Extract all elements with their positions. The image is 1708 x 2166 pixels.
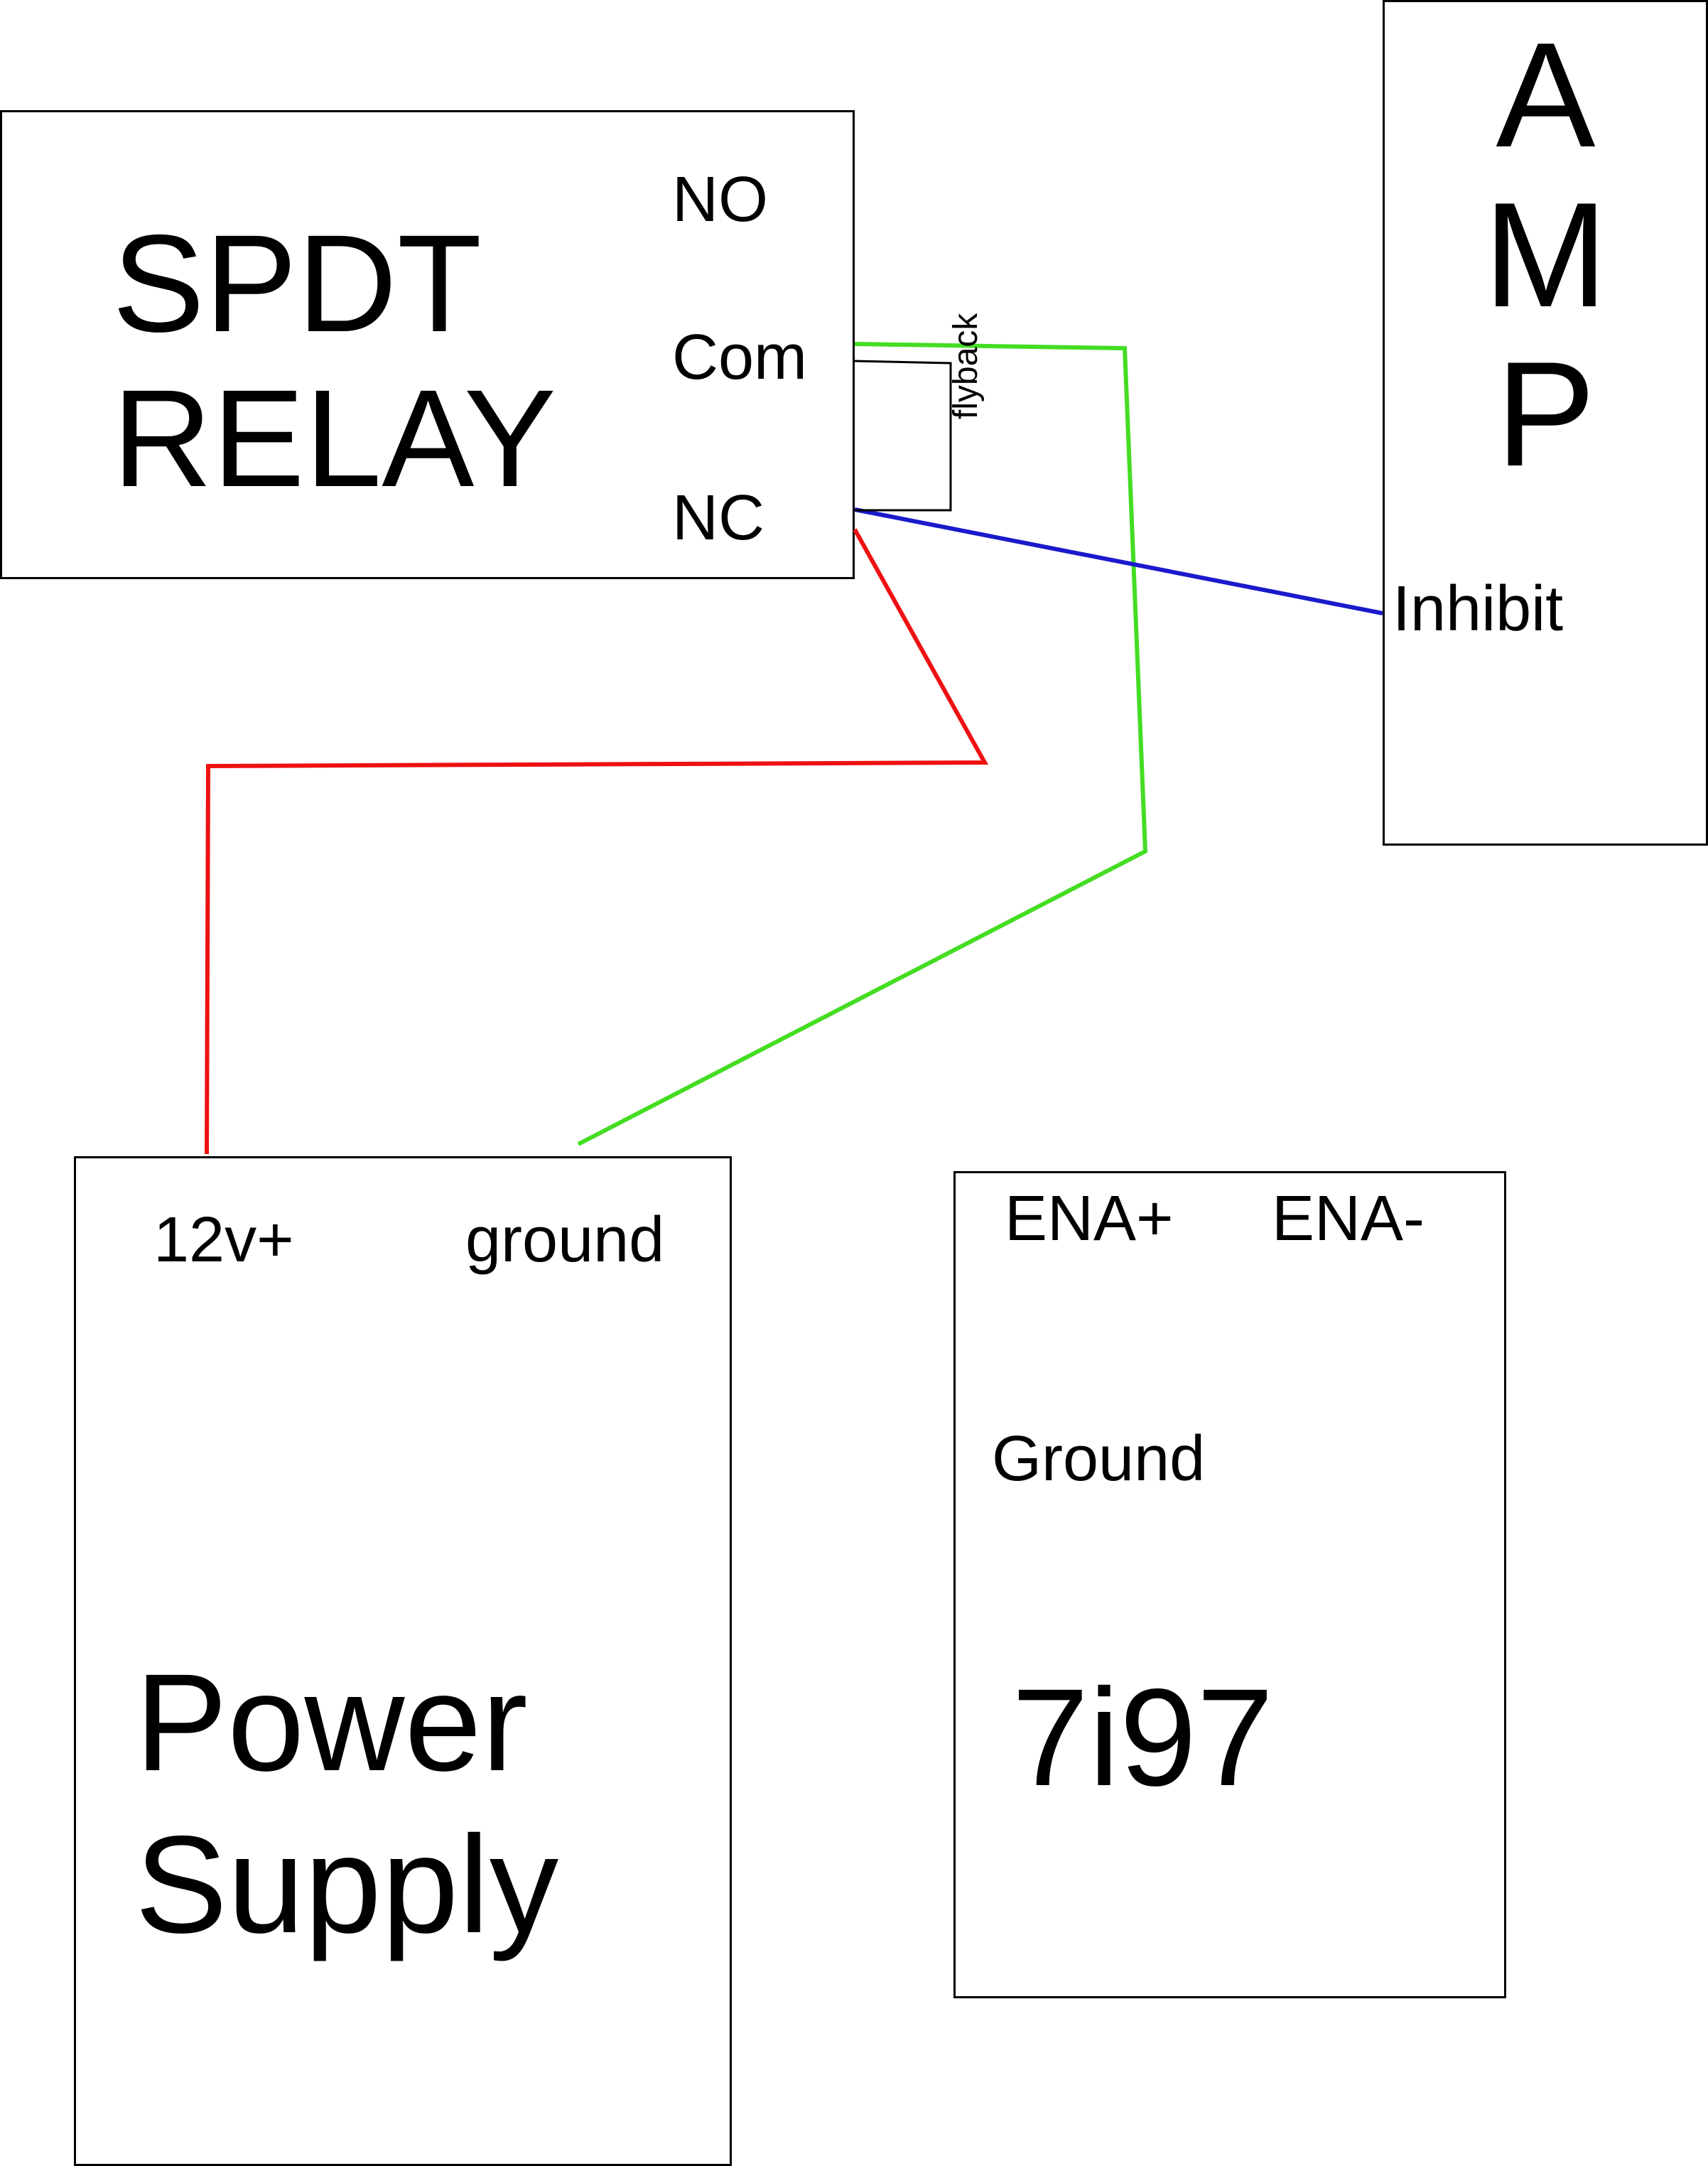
relay-title-line-1: SPDT	[112, 206, 482, 361]
board-7i97-ena-minus-terminal: ENA-	[1272, 1183, 1425, 1254]
blue-wire	[854, 507, 1383, 615]
relay-title-line-2: RELAY	[112, 361, 556, 517]
board-7i97-ground-terminal: Ground	[992, 1423, 1206, 1494]
power-supply-title-line-2: Supply	[135, 1807, 559, 1963]
relay-title: SPDT RELAY	[112, 206, 556, 517]
amp-title: A M P	[1483, 11, 1608, 498]
red-wire	[205, 528, 989, 1155]
amp-title-letter-1: A	[1496, 11, 1596, 178]
power-supply-12v-terminal: 12v+	[153, 1205, 294, 1276]
power-supply-ground-terminal: ground	[465, 1205, 665, 1276]
relay-terminal-com: Com	[672, 322, 808, 393]
amp-inhibit-terminal: Inhibit	[1393, 573, 1564, 645]
amp-title-letter-3: P	[1496, 330, 1596, 498]
amp-title-letter-2: M	[1483, 171, 1608, 338]
board-7i97-title: 7i97	[1012, 1660, 1274, 1815]
relay-terminal-nc: NC	[672, 483, 764, 554]
board-7i97-box	[953, 1171, 1506, 1998]
board-7i97-ena-plus-terminal: ENA+	[1005, 1183, 1174, 1254]
power-supply-title-line-1: Power	[135, 1645, 528, 1800]
relay-terminal-no: NO	[672, 164, 768, 235]
power-supply-title: Power Supply	[135, 1642, 558, 1966]
amp-box	[1383, 0, 1708, 846]
flyback-label: flyback	[947, 313, 985, 419]
flyback-diode-line	[854, 360, 952, 512]
power-supply-box	[74, 1156, 732, 2166]
